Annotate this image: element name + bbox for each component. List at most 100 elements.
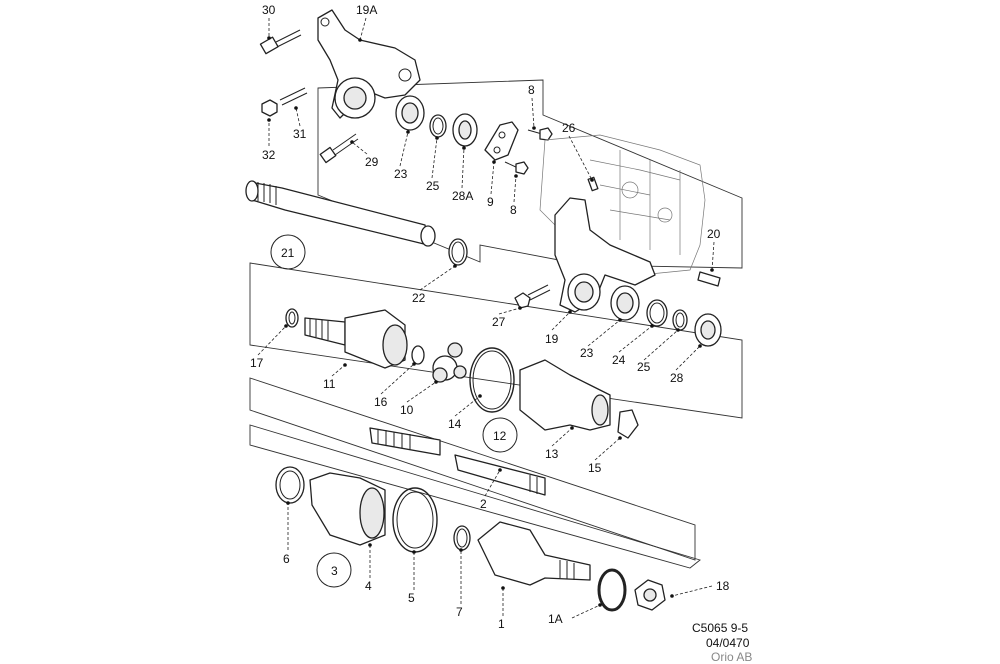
drive-shaft-2	[369, 427, 546, 496]
label-23-upper: 23	[394, 167, 408, 181]
leader-dot-10	[434, 380, 438, 384]
inner-joint-housing-11	[304, 309, 408, 369]
leader-line-19a	[359, 17, 367, 41]
drawing-date: 04/0470	[706, 636, 750, 650]
tripod-10	[432, 342, 467, 383]
leader-dot-9	[492, 160, 496, 164]
leader-line-13	[551, 427, 573, 447]
clamp-5	[392, 487, 438, 553]
leader-line-19	[551, 311, 571, 331]
leader-line-25l	[643, 329, 679, 361]
leader-dot-17	[284, 324, 288, 328]
leader-dot-2	[498, 468, 502, 472]
label-24: 24	[612, 353, 626, 367]
leader-dot-32	[267, 118, 271, 122]
label-27: 27	[492, 315, 506, 329]
leader-line-15	[594, 437, 621, 461]
label-7: 7	[456, 605, 463, 619]
bearing-23-upper	[395, 95, 425, 131]
leader-dot-27	[518, 306, 522, 310]
label-30: 30	[262, 3, 276, 17]
label-25-lower: 25	[637, 360, 651, 374]
leader-dot-20	[710, 268, 714, 272]
leader-dot-28	[698, 344, 702, 348]
outer-joint-1	[477, 521, 591, 586]
bolt-27	[514, 284, 551, 309]
leader-line-23l	[587, 319, 621, 347]
pin-20	[697, 271, 721, 287]
panel-shaft	[249, 377, 696, 561]
leader-dot-25l	[676, 328, 680, 332]
plate-9	[484, 121, 519, 161]
leader-dot-13	[570, 426, 574, 430]
leader-dot-26	[590, 178, 594, 182]
bolt-30	[259, 29, 302, 55]
leader-dot-5	[412, 550, 416, 554]
label-29: 29	[365, 155, 379, 169]
bracket-19	[554, 197, 656, 313]
leader-dot-23u	[406, 130, 410, 134]
circlip-25-upper	[429, 114, 447, 138]
seal-28	[694, 313, 722, 347]
leader-dot-15	[618, 436, 622, 440]
leader-dot-14	[478, 394, 482, 398]
label-1: 1	[498, 617, 505, 631]
leader-dot-16	[412, 362, 416, 366]
leader-dot-8l	[514, 174, 518, 178]
callout-circle-21	[270, 234, 306, 270]
label-4: 4	[365, 579, 372, 593]
leader-line-31	[295, 107, 301, 127]
leader-line-28a	[461, 147, 465, 189]
bracket-19a	[317, 9, 421, 119]
circlip-16	[411, 345, 425, 365]
abs-ring-1a	[597, 568, 627, 612]
label-19: 19	[545, 332, 559, 346]
circlip-22	[448, 238, 468, 266]
clamp-14	[469, 347, 515, 413]
leader-line-11	[331, 364, 346, 377]
panel-upper	[317, 79, 743, 269]
circlip-24	[646, 299, 668, 327]
bolt-8-upper	[527, 127, 553, 141]
leader-line-26	[568, 135, 593, 181]
label-8-upper: 8	[528, 83, 535, 97]
label-10: 10	[400, 403, 414, 417]
label-32: 32	[262, 148, 276, 162]
leader-line-28	[675, 345, 701, 371]
leader-dot-19	[568, 310, 572, 314]
bolt-29	[319, 133, 359, 164]
leader-line-29	[351, 141, 368, 155]
leader-dot-28a	[462, 146, 466, 150]
bolt-8-lower	[504, 161, 529, 175]
seal-28a	[452, 113, 478, 147]
nut-18	[634, 579, 666, 611]
leader-dot-18	[670, 594, 674, 598]
label-23-lower: 23	[580, 346, 594, 360]
callout-circle-12	[482, 417, 518, 453]
label-15: 15	[588, 461, 602, 475]
label-14: 14	[448, 417, 462, 431]
circlip-7	[453, 525, 471, 551]
label-3: 3	[331, 564, 338, 578]
leader-line-17	[257, 325, 287, 356]
label-18: 18	[716, 579, 730, 593]
leader-dot-30	[267, 36, 271, 40]
leader-dot-8u	[532, 126, 536, 130]
label-8-lower: 8	[510, 203, 517, 217]
label-28a: 28A	[452, 189, 473, 203]
label-31: 31	[293, 127, 307, 141]
callout-circle-3	[316, 552, 352, 588]
label-1a: 1A	[548, 612, 563, 626]
stud-31	[279, 87, 308, 106]
boot-4	[309, 472, 386, 546]
leader-line-10	[406, 381, 437, 403]
leader-dot-24	[650, 324, 654, 328]
label-28: 28	[670, 371, 684, 385]
label-12: 12	[493, 429, 507, 443]
label-19a: 19A	[356, 3, 377, 17]
label-20: 20	[707, 227, 721, 241]
bearing-23-lower	[610, 285, 640, 321]
leader-line-22	[419, 265, 456, 291]
